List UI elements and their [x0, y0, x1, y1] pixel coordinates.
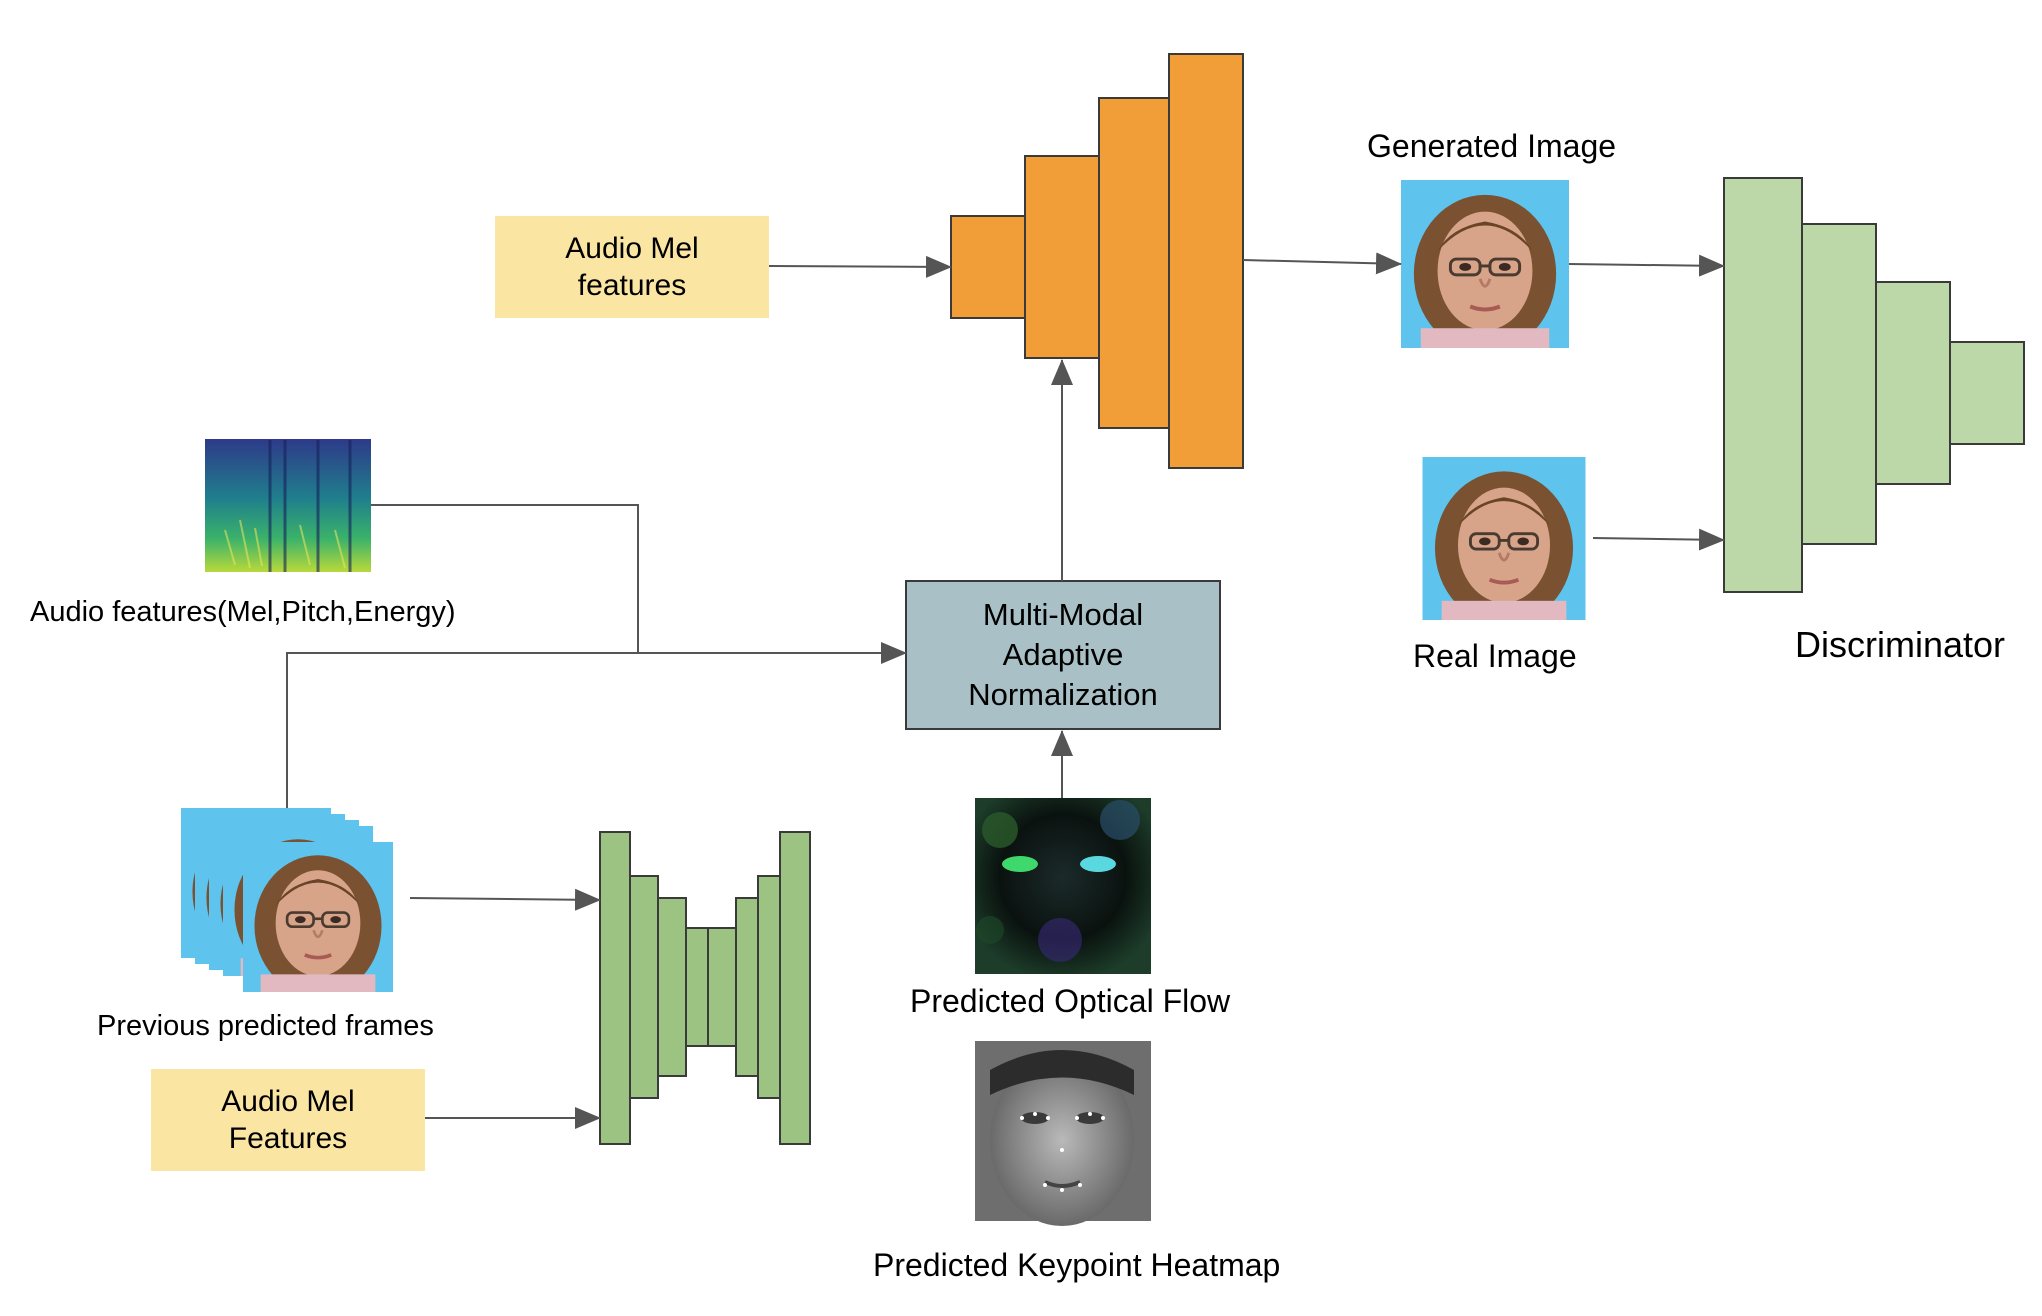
arrow-real-to-discriminator [1592, 528, 1725, 551]
unet-block-6 [735, 897, 759, 1077]
optical-flow-image [975, 798, 1151, 974]
unet-block-2 [629, 875, 659, 1099]
previous-frames-stack [181, 808, 393, 996]
audio-mel-top-line-1: Audio Mel [565, 232, 699, 265]
audio-mel-top-line-2: features [577, 269, 687, 302]
audio-features-label: Audio features(Mel,Pitch,Energy) [30, 596, 456, 628]
connectors [286, 252, 1725, 1129]
unet-block-3 [657, 897, 687, 1077]
arrow-frames-to-unet [409, 888, 601, 911]
optical-flow-label: Predicted Optical Flow [910, 983, 1231, 1019]
arrow-features-to-norm [286, 642, 907, 808]
unet-block-4 [685, 927, 709, 1047]
audio-mel-top-box [495, 216, 769, 318]
generator-block-4 [1168, 53, 1244, 469]
audio-mel-bottom-line-2: Features [228, 1122, 348, 1155]
audio-mel-bottom-line-1: Audio Mel [221, 1085, 355, 1118]
generated-image-label: Generated Image [1367, 128, 1617, 164]
discriminator-block-3 [1875, 281, 1951, 485]
spectrogram-image [205, 439, 371, 572]
previous-frames-label: Previous predicted frames [97, 1010, 434, 1042]
keypoint-heatmap-image [975, 1041, 1151, 1226]
keypoint-heatmap-label: Predicted Keypoint Heatmap [873, 1247, 1281, 1283]
discriminator-block-1 [1723, 177, 1803, 593]
discriminator-block-2 [1801, 223, 1877, 545]
norm-line-1: Multi-Modal [982, 597, 1144, 632]
generator-block-1 [950, 215, 1026, 319]
generator-block-2 [1024, 155, 1100, 359]
unet-encoder-decoder [599, 831, 811, 1145]
arrow-generator-to-image [1242, 252, 1402, 275]
unet-block-7 [757, 875, 781, 1099]
discriminator [1723, 177, 2025, 593]
line-spectrogram [371, 504, 639, 653]
audio-mel-bottom-box [151, 1069, 425, 1171]
real-image [1423, 457, 1586, 625]
unet-block-5 [707, 927, 737, 1047]
norm-line-2: Adaptive [1002, 637, 1124, 672]
discriminator-block-4 [1949, 341, 2025, 445]
unet-block-8 [779, 831, 811, 1145]
audio-mel-top-label: Audio Mel features [495, 216, 769, 318]
unet-block-1 [599, 831, 631, 1145]
audio-mel-bottom-label: Audio Mel Features [151, 1069, 425, 1171]
generated-image [1401, 180, 1569, 348]
discriminator-label: Discriminator [1795, 624, 2006, 665]
generator-block-3 [1098, 97, 1170, 429]
arrow-generated-to-discriminator [1568, 254, 1725, 277]
arrow-audio-to-generator [768, 255, 952, 278]
real-image-label: Real Image [1413, 638, 1577, 674]
generator [950, 53, 1244, 469]
normalization-label: Multi-Modal Adaptive Normalization [906, 581, 1220, 729]
norm-line-3: Normalization [968, 677, 1158, 712]
